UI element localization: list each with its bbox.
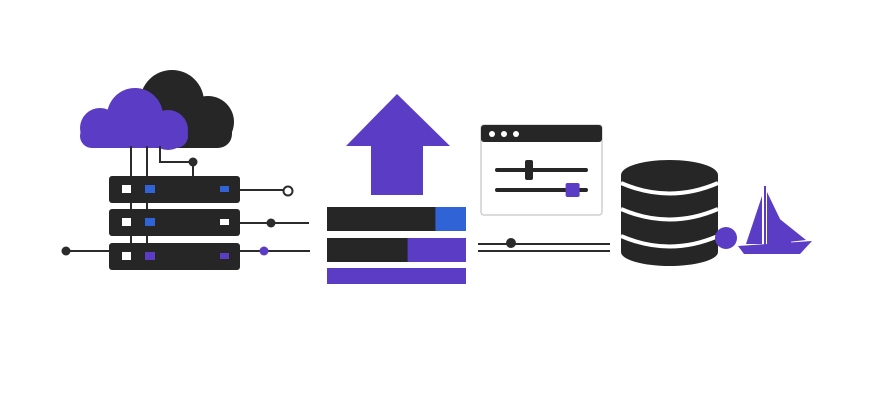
port-dot-icon <box>266 218 276 228</box>
window-dot-icon <box>489 131 495 137</box>
progress-bar-1-fill <box>435 207 466 231</box>
server-unit-1 <box>109 176 240 203</box>
server-rack-icon <box>109 176 240 270</box>
server-unit-2 <box>109 209 240 236</box>
progress-bar-2-fill <box>407 238 466 262</box>
slider-1-knob <box>525 160 533 180</box>
progress-bar-3-fill <box>327 268 466 284</box>
progress-bars-icon <box>327 207 466 284</box>
sailboat-icon <box>715 186 812 254</box>
server-unit-3 <box>109 243 240 270</box>
server-wires <box>68 189 310 252</box>
slider-icon-1 <box>495 160 588 180</box>
cloud-icon-purple <box>80 88 188 150</box>
window-dot-icon <box>501 131 507 137</box>
connector-knob <box>506 238 516 248</box>
port-dot-left-icon <box>61 246 71 256</box>
slider-2-knob <box>565 183 580 197</box>
settings-window-icon <box>480 124 603 216</box>
port-ring-icon <box>282 185 294 197</box>
upload-arrow-icon <box>346 94 450 195</box>
window-dot-icon <box>513 131 519 137</box>
wire-node-dot <box>188 157 198 167</box>
connector-slider <box>478 238 610 252</box>
database-icon <box>620 160 719 266</box>
port-dot-purple-icon <box>259 246 269 256</box>
slider-icon-2 <box>495 183 588 197</box>
